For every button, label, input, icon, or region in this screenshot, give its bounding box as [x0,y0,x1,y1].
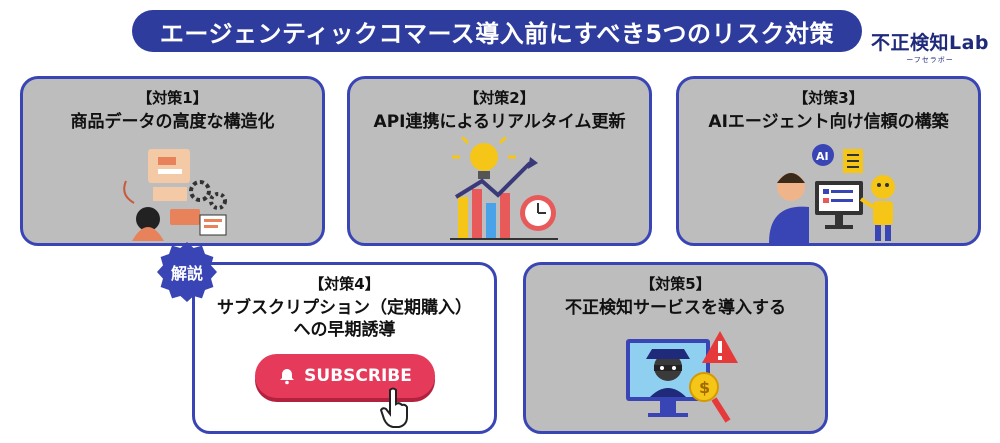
growth-chart-icon [450,137,558,240]
svg-text:$: $ [699,378,710,397]
card-label: 【対策5】 [640,275,711,293]
logo-subtext: ーフセラボー [906,56,954,64]
subscribe-button[interactable]: SUBSCRIBE [255,354,435,398]
card-label: 【対策2】 [464,89,535,107]
card-title: 商品データの高度な構造化 [70,112,275,132]
card-label: 【対策4】 [309,275,380,293]
card-title: サブスクリプション（定期購入） への早期誘導 [217,298,472,340]
card-measure-1: 【対策1】 商品データの高度な構造化 [20,76,325,246]
card-measure-5: 【対策5】 不正検知サービスを導入する $ [523,262,828,434]
bell-icon [280,369,295,385]
card-title: 不正検知サービスを導入する [565,298,786,318]
ai-robot-icon: AI [769,144,895,243]
subscribe-label: SUBSCRIBE [304,366,412,386]
card-label: 【対策1】 [137,89,208,107]
card-title: AIエージェント向け信頼の構築 [708,112,949,132]
page-title: エージェンティックコマース導入前にすべき5つのリスク対策 [132,10,862,52]
card-label: 【対策3】 [793,89,864,107]
card-measure-2: 【対策2】 API連携によるリアルタイム更新 [347,76,652,246]
card-title: API連携によるリアルタイム更新 [373,112,626,132]
logo-text: 不正検知Lab [870,32,990,54]
card-measure-3: 【対策3】 AIエージェント向け信頼の構築 AI [676,76,981,246]
svg-text:AI: AI [816,150,829,163]
pointer-cursor-icon [380,387,408,428]
structured-data-icon [123,149,227,241]
brand-logo: 不正検知Lab ーフセラボー [870,28,990,65]
hacker-warning-icon: $ [626,331,738,423]
card-measure-4: 【対策4】 サブスクリプション（定期購入） への早期誘導 [192,262,497,434]
